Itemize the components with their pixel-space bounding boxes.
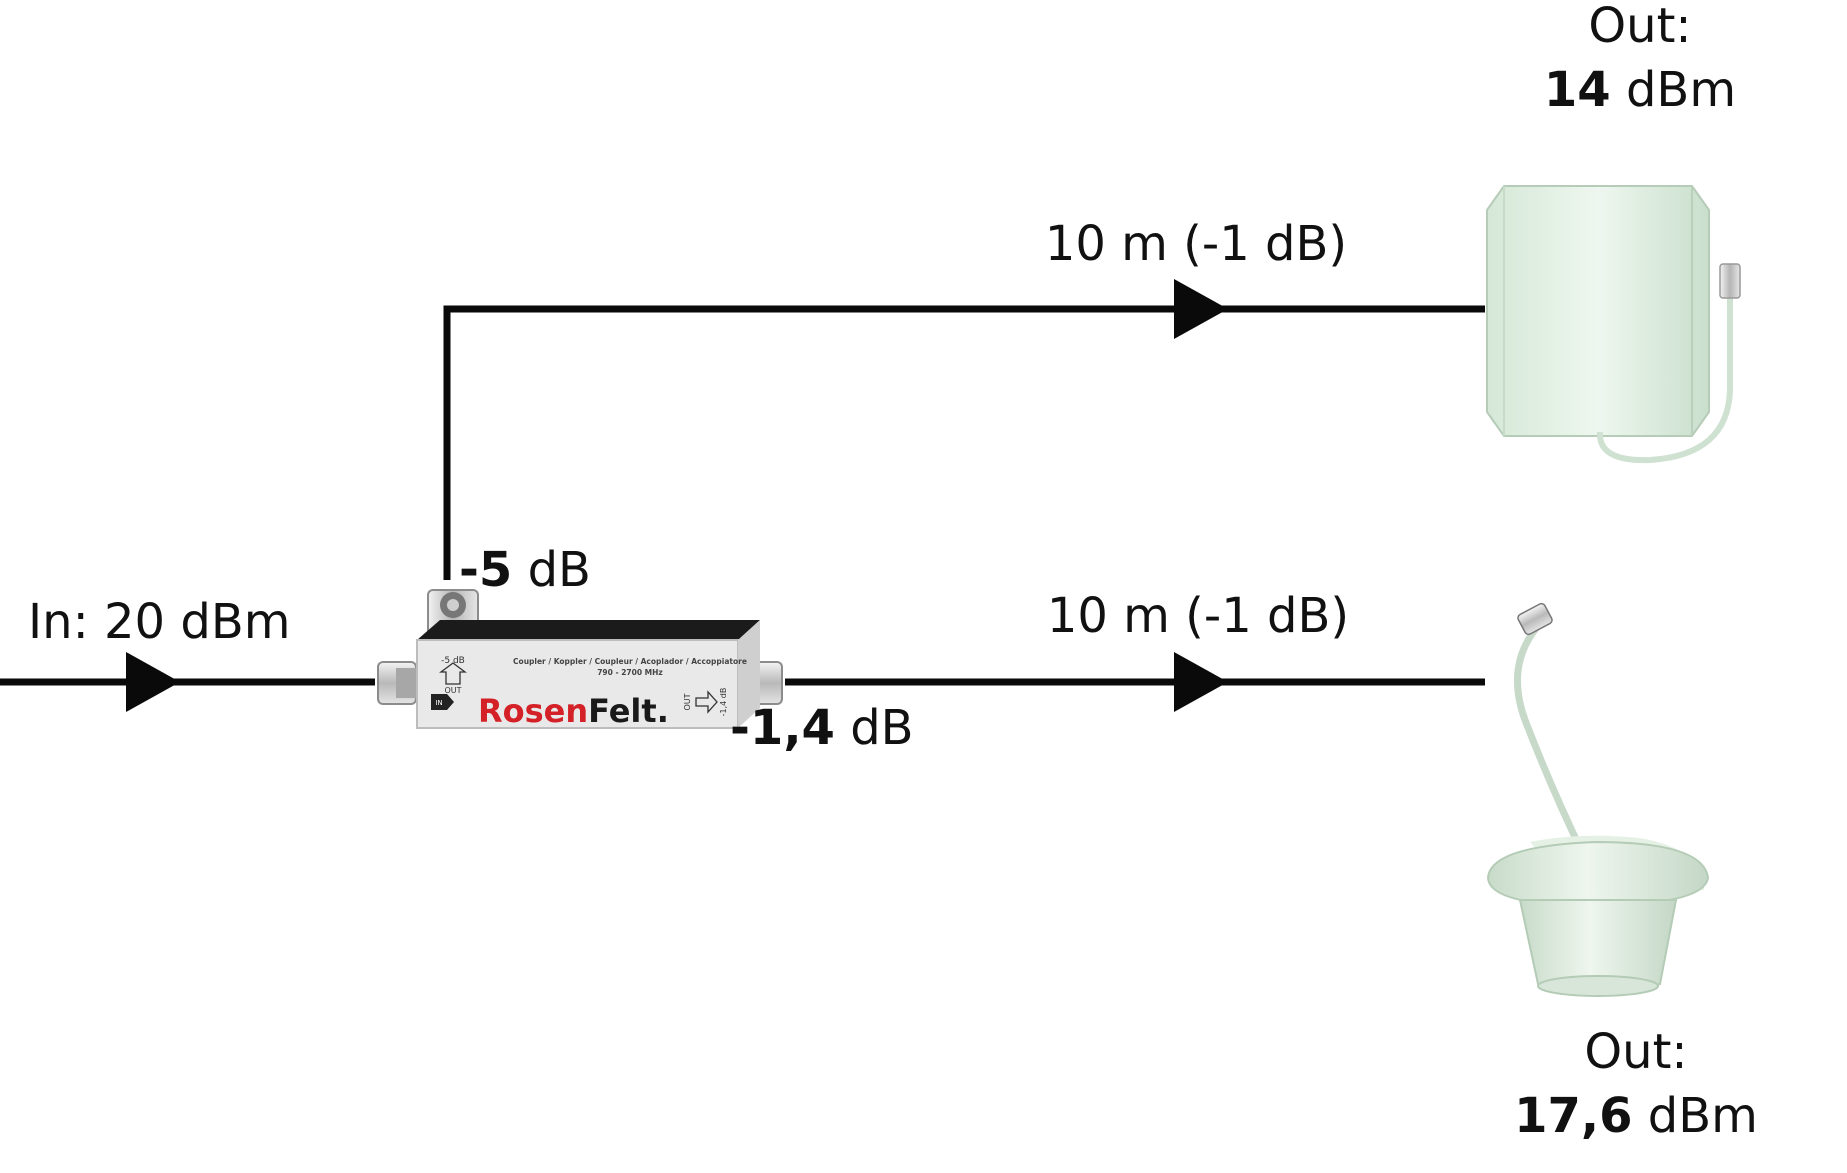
coupler-body-top xyxy=(417,620,760,640)
coupler-body xyxy=(416,639,739,729)
coupler-input-connector xyxy=(377,661,420,705)
panel-antenna-icon xyxy=(1486,185,1741,464)
lower-output-level: 17,6 dBm xyxy=(1514,1088,1758,1144)
lower-flow-arrow xyxy=(1174,652,1228,712)
upper-cable-label: 10 m (-1 dB) xyxy=(1045,216,1347,272)
lower-output-value: 17,6 xyxy=(1514,1088,1632,1144)
upper-output-prefix: Out: xyxy=(1588,0,1691,54)
tap-loss-value: -5 xyxy=(459,542,512,598)
coupler-brand-logo: RosenFelt. xyxy=(478,692,669,730)
input-cable xyxy=(0,652,375,712)
through-arrow-icon xyxy=(695,690,718,714)
input-level-label: In: 20 dBm xyxy=(28,594,291,650)
upper-output-value: 14 xyxy=(1544,62,1611,118)
upper-branch-cable xyxy=(443,279,1485,580)
input-marker-icon xyxy=(431,694,454,710)
coupler-frequency: 790 - 2700 MHz xyxy=(597,668,663,677)
tap-loss-unit: dB xyxy=(512,542,591,598)
lower-branch-cable xyxy=(785,652,1485,712)
directional-coupler: -5 dB OUT IN Coupler / Koppler / Coupleu… xyxy=(377,589,783,730)
coupler-through-marking: -1,4 dB xyxy=(719,688,728,717)
coupler-out-marking: OUT xyxy=(444,686,461,695)
panel-antenna-cable xyxy=(1596,296,1733,464)
brand-part-rosen: Rosen xyxy=(478,692,588,730)
coupler-in-marking: IN xyxy=(435,699,442,707)
coupler-product-line: Coupler / Koppler / Coupleur / Acoplador… xyxy=(513,657,747,666)
through-loss-value: -1,4 xyxy=(730,700,835,756)
upper-output-level: 14 dBm xyxy=(1544,62,1736,118)
brand-part-felt: Felt. xyxy=(588,692,669,730)
upper-output-unit: dBm xyxy=(1611,62,1736,118)
through-loss-unit: dB xyxy=(835,700,914,756)
input-flow-arrow xyxy=(126,652,180,712)
lower-output-unit: dBm xyxy=(1633,1088,1758,1144)
lower-output-prefix: Out: xyxy=(1584,1024,1687,1080)
coupler-out-side-marking: OUT xyxy=(683,693,692,710)
through-loss-label: -1,4 dB xyxy=(730,700,914,756)
lower-cable-label: 10 m (-1 dB) xyxy=(1047,588,1349,644)
tap-loss-label: -5 dB xyxy=(459,542,591,598)
tap-arrow-icon xyxy=(439,662,467,685)
ceiling-antenna-cable xyxy=(1513,623,1586,854)
upper-flow-arrow xyxy=(1174,279,1228,339)
ceiling-antenna-icon xyxy=(1486,602,1710,997)
coupler-tap-marking: -5 dB xyxy=(441,656,465,666)
